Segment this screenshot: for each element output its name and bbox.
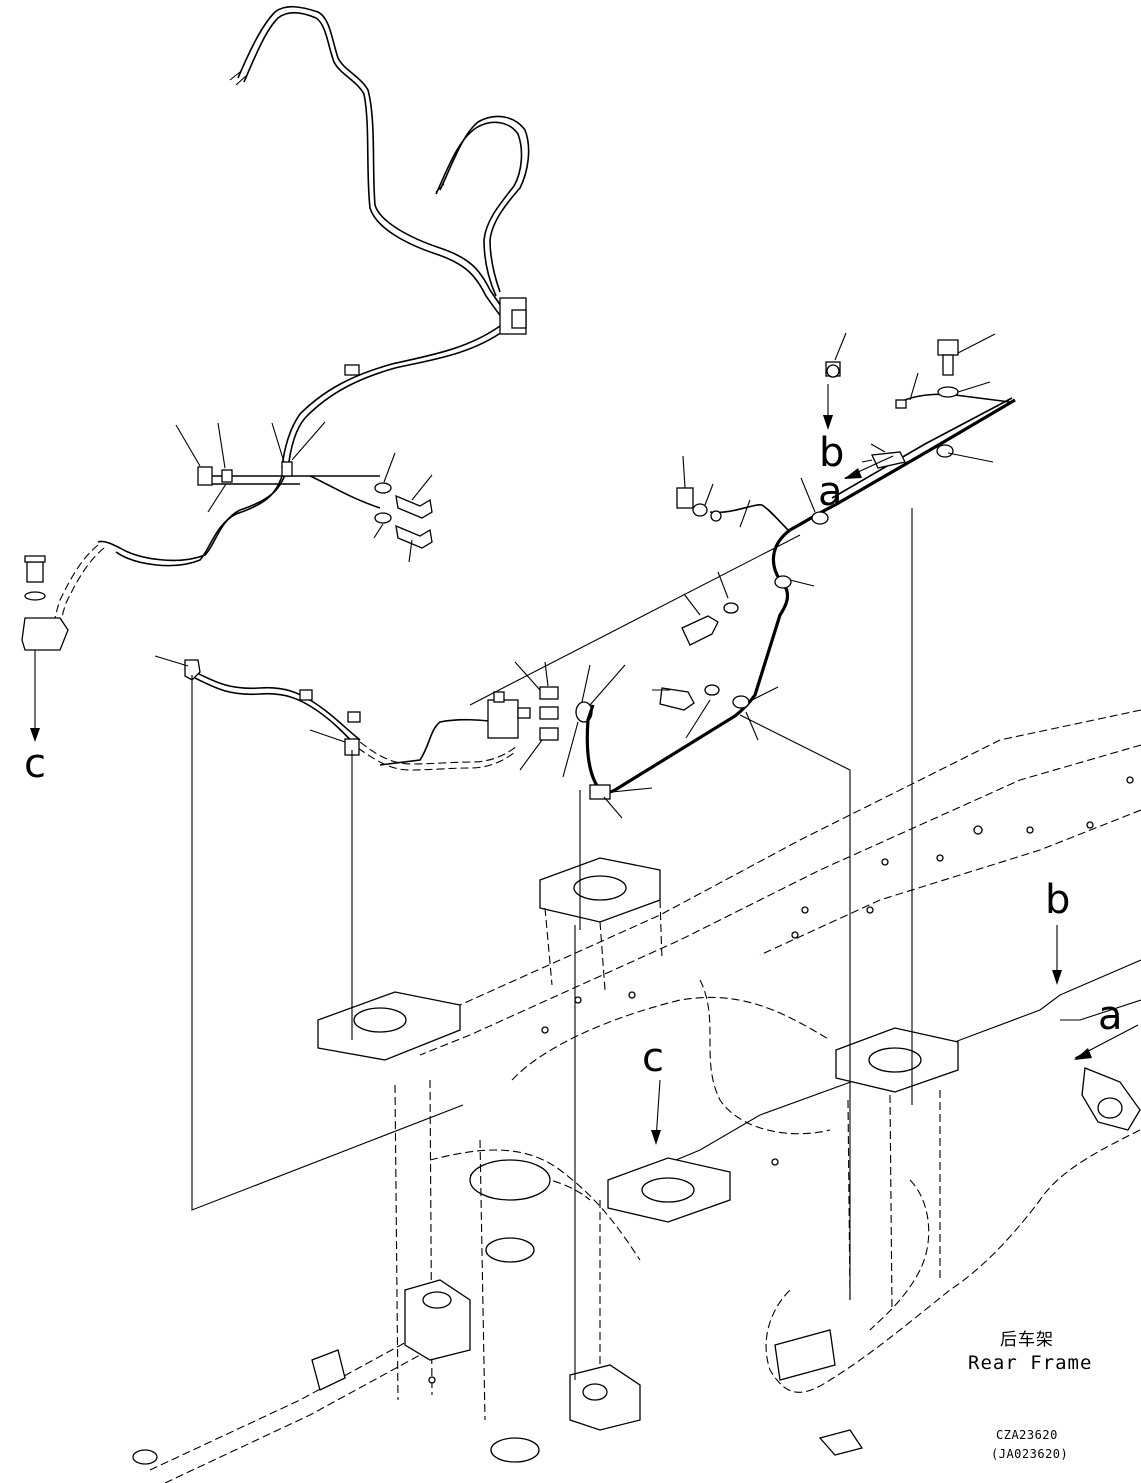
lower-left-harness <box>154 655 626 778</box>
callout-a-top: a <box>818 469 843 515</box>
caption-english: Rear Frame <box>968 1352 1093 1374</box>
callout-c-left: c <box>24 741 46 787</box>
callout-b-right: b <box>1045 877 1071 923</box>
caption-chinese: 后车架 <box>1000 1330 1054 1350</box>
callout-b-top: b <box>819 430 845 476</box>
rear-frame <box>132 508 1141 1483</box>
left-harness <box>21 421 433 742</box>
callout-a-right: a <box>1098 993 1123 1039</box>
upper-harness <box>229 5 530 471</box>
callout-c-center: c <box>642 1035 664 1081</box>
steel-pipe <box>585 332 1016 819</box>
drawing-code-secondary: (JA023620) <box>991 1447 1069 1461</box>
drawing-code-primary: CZA23620 <box>996 1428 1058 1442</box>
